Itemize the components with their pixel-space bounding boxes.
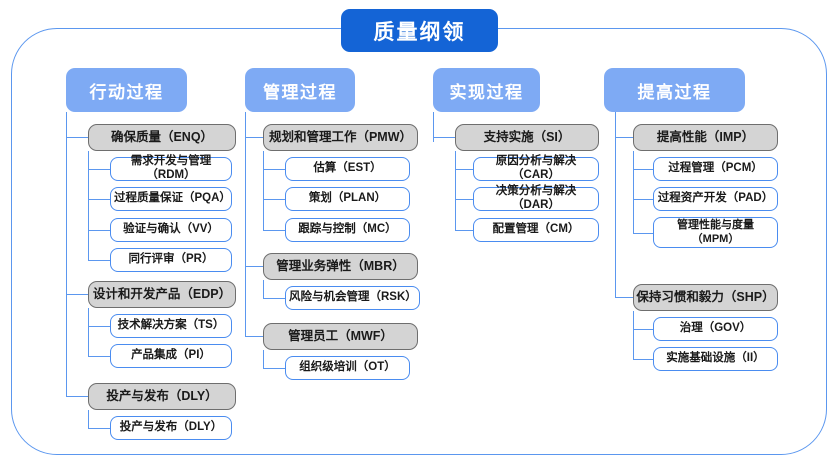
child-spine-2-2 xyxy=(263,280,265,298)
child-connector-1-1-4 xyxy=(88,260,110,262)
child-spine-1-3 xyxy=(88,410,90,428)
root-title-node[interactable]: 质量纲领 xyxy=(341,9,498,52)
child-connector-1-3-1 xyxy=(88,428,110,430)
child-connector-3-1-3 xyxy=(455,230,473,232)
group-connector-3-1 xyxy=(433,137,455,139)
column-spine-4 xyxy=(615,132,617,298)
leaf-box-1-3-1[interactable]: 投产与发布（DLY） xyxy=(110,416,232,440)
leaf-box-1-1-3[interactable]: 验证与确认（VV） xyxy=(110,218,232,242)
group-box-4-1[interactable]: 提高性能（IMP） xyxy=(633,124,778,151)
group-box-2-1[interactable]: 规划和管理工作（PMW） xyxy=(263,124,418,151)
child-connector-1-1-3 xyxy=(88,230,110,232)
leaf-box-3-1-2[interactable]: 决策分析与解决（DAR） xyxy=(473,185,599,211)
child-connector-4-1-3 xyxy=(633,233,653,235)
group-connector-2-2 xyxy=(245,266,263,268)
child-connector-2-1-2 xyxy=(263,199,285,201)
leaf-box-1-1-4[interactable]: 同行评审（PR） xyxy=(110,248,232,272)
child-connector-4-1-1 xyxy=(633,169,653,171)
child-connector-4-2-2 xyxy=(633,359,653,361)
child-connector-2-1-1 xyxy=(263,169,285,171)
child-spine-1-2 xyxy=(88,308,90,356)
child-spine-3-1 xyxy=(455,151,457,230)
child-connector-3-1-2 xyxy=(455,199,473,201)
group-box-1-1[interactable]: 确保质量（ENQ） xyxy=(88,124,236,151)
group-connector-1-2 xyxy=(66,294,88,296)
column-header-2[interactable]: 管理过程 xyxy=(245,68,355,112)
child-connector-1-1-1 xyxy=(88,169,110,171)
column-spine-1 xyxy=(66,132,68,396)
child-connector-4-2-1 xyxy=(633,329,653,331)
group-box-2-3[interactable]: 管理员工（MWF） xyxy=(263,323,418,350)
leaf-box-3-1-3[interactable]: 配置管理（CM） xyxy=(473,218,599,242)
child-connector-1-2-1 xyxy=(88,326,110,328)
leaf-box-2-1-3[interactable]: 跟踪与控制（MC） xyxy=(285,218,410,242)
leaf-box-3-1-1[interactable]: 原因分析与解决（CAR） xyxy=(473,155,599,181)
child-connector-2-3-1 xyxy=(263,368,285,370)
column-header-3[interactable]: 实现过程 xyxy=(433,68,540,112)
child-spine-4-2 xyxy=(633,311,635,359)
child-connector-4-1-2 xyxy=(633,199,653,201)
group-box-1-3[interactable]: 投产与发布（DLY） xyxy=(88,383,236,410)
column-stem-3 xyxy=(433,112,435,132)
group-box-2-2[interactable]: 管理业务弹性（MBR） xyxy=(263,253,418,280)
child-spine-2-1 xyxy=(263,151,265,230)
group-connector-2-3 xyxy=(245,336,263,338)
leaf-box-4-1-1[interactable]: 过程管理（PCM） xyxy=(653,157,778,181)
leaf-box-4-2-2[interactable]: 实施基础设施（II） xyxy=(653,347,778,371)
column-stem-1 xyxy=(66,112,68,132)
leaf-box-2-1-2[interactable]: 策划（PLAN） xyxy=(285,187,410,211)
leaf-box-1-1-2[interactable]: 过程质量保证（PQA） xyxy=(110,187,232,211)
group-connector-1-3 xyxy=(66,396,88,398)
column-header-1[interactable]: 行动过程 xyxy=(66,68,187,112)
child-spine-4-1 xyxy=(633,151,635,234)
group-connector-4-2 xyxy=(615,297,633,299)
column-spine-2 xyxy=(245,132,247,336)
column-header-4[interactable]: 提高过程 xyxy=(604,68,745,112)
child-spine-2-3 xyxy=(263,350,265,368)
child-spine-1-1 xyxy=(88,151,90,261)
group-box-1-2[interactable]: 设计和开发产品（EDP） xyxy=(88,281,236,308)
group-connector-4-1 xyxy=(615,137,633,139)
leaf-box-1-1-1[interactable]: 需求开发与管理（RDM） xyxy=(110,155,232,181)
leaf-box-4-1-2[interactable]: 过程资产开发（PAD） xyxy=(653,187,778,211)
leaf-box-1-2-1[interactable]: 技术解决方案（TS） xyxy=(110,314,232,338)
child-connector-1-1-2 xyxy=(88,199,110,201)
group-connector-2-1 xyxy=(245,137,263,139)
column-stem-2 xyxy=(245,112,247,132)
leaf-box-2-3-1[interactable]: 组织级培训（OT） xyxy=(285,356,410,380)
group-connector-1-1 xyxy=(66,137,88,139)
child-connector-1-2-2 xyxy=(88,356,110,358)
leaf-box-1-2-2[interactable]: 产品集成（PI） xyxy=(110,344,232,368)
leaf-box-4-1-3[interactable]: 管理性能与度量（MPM） xyxy=(653,217,778,248)
group-box-3-1[interactable]: 支持实施（SI） xyxy=(455,124,599,151)
group-box-4-2[interactable]: 保持习惯和毅力（SHP） xyxy=(633,284,778,311)
leaf-box-4-2-1[interactable]: 治理（GOV） xyxy=(653,317,778,341)
column-stem-4 xyxy=(615,112,617,132)
child-connector-3-1-1 xyxy=(455,169,473,171)
child-connector-2-2-1 xyxy=(263,298,285,300)
leaf-box-2-1-1[interactable]: 估算（EST） xyxy=(285,157,410,181)
child-connector-2-1-3 xyxy=(263,230,285,232)
leaf-box-2-2-1[interactable]: 风险与机会管理（RSK） xyxy=(285,286,420,310)
